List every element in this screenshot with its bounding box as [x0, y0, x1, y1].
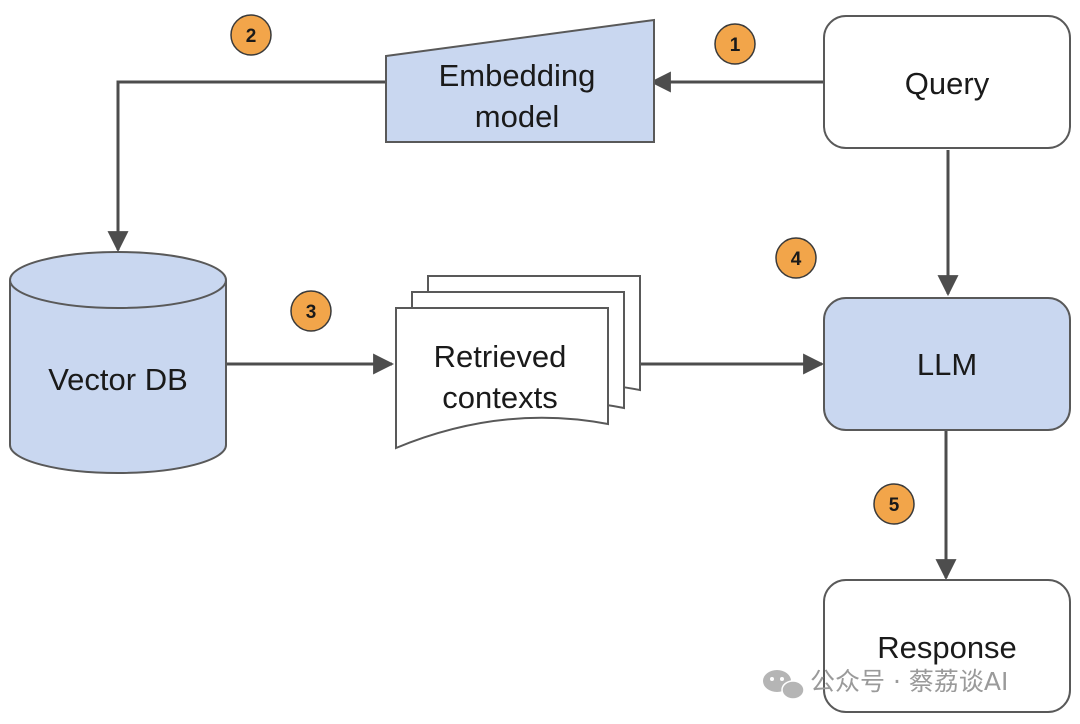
step-badge-2: 2 [230, 14, 272, 56]
step-badge-3: 3 [290, 290, 332, 332]
query-node: Query [823, 15, 1071, 149]
response-label: Response [877, 630, 1017, 665]
vector-db-label: Vector DB [48, 362, 188, 397]
embedding-model-node: Embedding model [385, 18, 655, 143]
retrieved-contexts-node: Retrieved contexts [395, 275, 641, 450]
wechat-icon [763, 670, 805, 700]
step-badge-2-text: 2 [246, 26, 257, 47]
watermark: 公众号 · 蔡荔谈AI [763, 667, 1008, 700]
vector-db-node: Vector DB [9, 251, 227, 474]
step-badge-5: 5 [873, 483, 915, 525]
arrow-embedding-to-vector-db [107, 80, 386, 253]
response-node: Response [823, 579, 1071, 713]
step-badge-4-text: 4 [791, 249, 802, 270]
watermark-text: 公众号 · 蔡荔谈AI [810, 667, 1008, 696]
embedding-model-label-line2: model [475, 99, 559, 134]
retrieved-contexts-label-line2: contexts [442, 380, 557, 415]
retrieved-contexts-label-line1: Retrieved [434, 339, 567, 374]
step-badge-5-text: 5 [889, 495, 900, 516]
embedding-model-label-line1: Embedding [439, 58, 596, 93]
step-badge-4: 4 [775, 237, 817, 279]
llm-label: LLM [917, 347, 977, 382]
step-badge-1: 1 [714, 23, 756, 65]
step-badge-3-text: 3 [306, 302, 317, 323]
llm-node: LLM [823, 297, 1071, 431]
query-label: Query [905, 66, 990, 101]
step-badge-1-text: 1 [730, 35, 741, 56]
